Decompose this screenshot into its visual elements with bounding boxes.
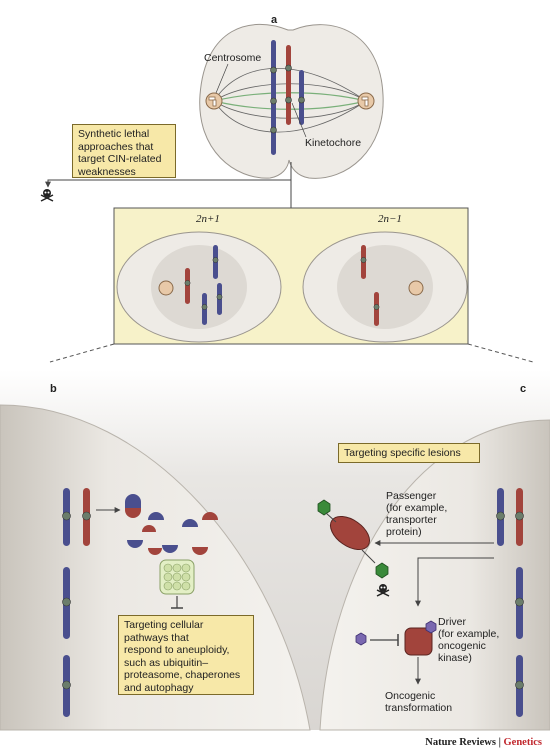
green-drug-hexagon-2 [375,562,389,579]
arrow-to-driver [415,557,494,607]
skull-crossbones-icon [40,189,54,202]
cellular-pathways-box: Targeting cellular pathways that respond… [118,615,254,695]
passenger-line-1: Passenger [386,490,437,502]
panel-letter-b: b [50,383,57,395]
journal-name: Nature Reviews [425,737,496,748]
passenger-line-4: protein) [386,526,422,538]
synthetic-lethal-line-2: approaches that [78,140,154,153]
daughter-cell-trisomic [116,231,282,343]
pathways-line-1: Targeting cellular [124,619,204,631]
zoom-line-right [467,343,534,363]
passenger-protein [329,515,371,551]
passenger-line-3: transporter [386,514,437,526]
centrosome-right [357,92,375,110]
journal-credit: Nature Reviews | Genetics [425,737,542,748]
panel-c-cell [319,419,550,731]
passenger-label: Passenger (for example, transporter prot… [386,490,450,538]
synthetic-lethal-line-4: weaknesses [78,165,136,178]
proteasome-icon [159,559,195,595]
metaphase-chromosome-blue-2 [298,70,305,125]
driver-line-2: (for example, [438,628,499,640]
zoom-line-left [49,343,115,363]
outcome-label: Oncogenic transformation [385,690,452,714]
purple-inhibitor-hexagon [355,632,367,646]
daughter-left-label: 2n+1 [196,213,220,225]
centrosome-left [205,92,223,110]
green-drug-hexagon-1 [317,499,331,516]
centrosome-label: Centrosome [204,52,261,64]
specific-lesions-text: Targeting specific lesions [344,447,461,459]
kinetochore-pointer [291,102,307,138]
passenger-line-2: (for example, [386,502,447,514]
panel-letter-a: a [271,14,278,26]
pathways-line-3: respond to aneuploidy, [124,644,230,656]
daughter-right-label: 2n−1 [378,213,402,225]
pathways-line-6: and autophagy [124,681,194,694]
synthetic-lethal-box: Synthetic lethal approaches that target … [72,124,176,178]
metaphase-chromosome-blue [270,40,277,155]
skull-crossbones-icon-c [376,584,390,597]
specific-lesions-box: Targeting specific lesions [338,443,480,463]
driver-line-3: oncogenic [438,640,486,652]
panel-b-chromosomes [62,488,91,717]
protein-fragments [125,494,218,555]
driver-line-1: Driver [438,616,467,628]
arrow-to-death [45,162,292,188]
daughter-cell-monosomic [302,231,468,343]
driver-label: Driver (for example, oncogenic kinase) [438,616,502,664]
centrosome-pointer [215,63,229,94]
outcome-line-1: Oncogenic [385,690,435,702]
panel-letter-c: c [520,383,526,395]
pathways-line-4: such as ubiquitin– [124,656,209,669]
credit-separator: | [495,737,504,748]
driver-kinase [404,620,437,656]
synthetic-lethal-line-1: Synthetic lethal [78,128,150,140]
arrow-to-death-c [361,549,376,564]
synthetic-lethal-line-3: target CIN-related [78,153,162,165]
driver-line-4: kinase) [438,652,472,664]
drug-binding-line [325,512,337,523]
kinetochore-label: Kinetochore [305,137,361,149]
panel-c-chromosomes [496,488,524,717]
journal-section: Genetics [503,737,543,748]
pathways-line-2: pathways that [124,631,189,644]
pathways-line-5: proteasome, chaperones [124,669,241,681]
outcome-line-2: transformation [385,702,452,714]
metaphase-chromosome-red [285,45,292,125]
